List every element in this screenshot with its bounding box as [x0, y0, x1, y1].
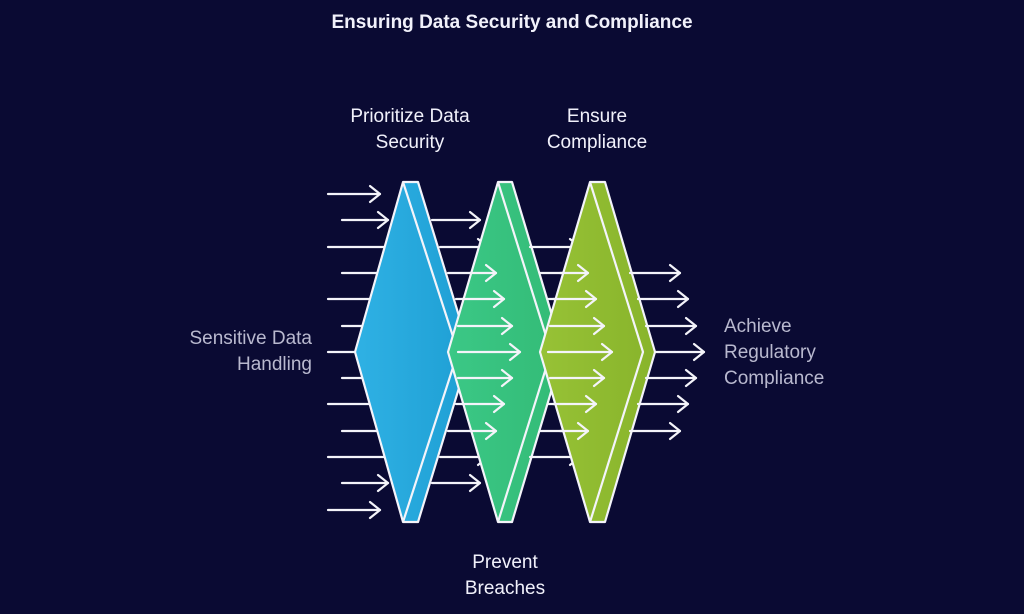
- arrow-icon: [340, 210, 390, 230]
- arrow-icon: [468, 421, 498, 441]
- label-line: Sensitive Data: [189, 328, 312, 349]
- label-line: Ensure: [566, 106, 628, 127]
- input-label-sensitive-data-handling: Sensitive Data Handling: [150, 326, 312, 378]
- arrow-icon: [326, 500, 382, 520]
- label-line: Regulatory: [724, 342, 816, 363]
- arrow-icon: [468, 263, 498, 283]
- arrows-over-stage2: [456, 263, 522, 441]
- output-arrows: [628, 263, 706, 441]
- arrow-icon: [460, 394, 506, 414]
- label-line: Prioritize Data: [350, 106, 470, 127]
- label-line: Breaches: [464, 578, 546, 599]
- arrow-icon: [558, 263, 590, 283]
- arrow-icon: [430, 473, 482, 493]
- arrow-icon: [644, 316, 698, 336]
- arrow-icon: [456, 342, 522, 362]
- arrow-icon: [636, 289, 690, 309]
- arrow-icon: [548, 316, 606, 336]
- arrow-icon: [551, 394, 598, 414]
- label-line: Achieve: [724, 316, 792, 337]
- output-label-achieve-regulatory-compliance: Achieve Regulatory Compliance: [724, 314, 884, 392]
- stage-label-prioritize-data-security: Prioritize Data Security: [320, 104, 500, 156]
- arrow-icon: [653, 342, 706, 362]
- arrow-icon: [456, 316, 514, 336]
- diagram-title: Ensuring Data Security and Compliance: [331, 12, 693, 33]
- label-line: Compliance: [546, 132, 648, 153]
- arrow-icon: [340, 473, 390, 493]
- arrow-icon: [326, 184, 382, 204]
- stage-label-ensure-compliance: Ensure Compliance: [512, 104, 682, 156]
- label-line: Security: [375, 132, 445, 153]
- arrow-icon: [460, 289, 506, 309]
- arrow-icon: [636, 394, 690, 414]
- label-line: Compliance: [724, 368, 825, 389]
- arrow-icon: [430, 210, 482, 230]
- arrow-icon: [558, 421, 590, 441]
- arrow-icon: [548, 368, 606, 388]
- arrow-icon: [644, 368, 698, 388]
- arrow-icon: [551, 289, 598, 309]
- arrow-icon: [628, 263, 682, 283]
- arrow-icon: [628, 421, 682, 441]
- stage-label-prevent-breaches: Prevent Breaches: [430, 550, 580, 602]
- label-line: Handling: [237, 354, 312, 375]
- label-line: Prevent: [472, 552, 538, 573]
- arrow-icon: [546, 342, 614, 362]
- arrows-over-stage3: [546, 263, 614, 441]
- arrow-icon: [456, 368, 514, 388]
